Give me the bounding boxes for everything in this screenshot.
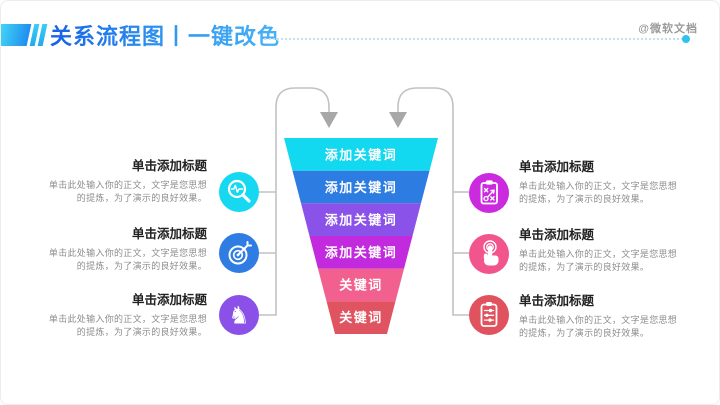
item-title[interactable]: 单击添加标题 [519, 160, 595, 174]
funnel-label-5[interactable]: 关键词 [339, 278, 383, 293]
title-dotted-rule [264, 38, 683, 40]
chess-knight-icon: ♞ [219, 295, 259, 335]
item-body[interactable]: 单击此处输入你的正文，文字是您思想的提炼，为了演示的良好效果。 [48, 248, 207, 271]
page-title: 关系流程图丨一键改色 [50, 19, 280, 51]
svg-text:♞: ♞ [228, 302, 250, 330]
funnel-level-3[interactable] [301, 203, 421, 236]
right-item-2: 单击添加标题 单击此处输入你的正文，文字是您思想的提炼，为了演示的良好效果。 [519, 224, 679, 273]
item-body[interactable]: 单击此处输入你的正文，文字是您思想的提炼，为了演示的良好效果。 [519, 249, 678, 272]
connector-left-main [259, 87, 330, 316]
item-body[interactable]: 单击此处输入你的正文，文字是您思想的提炼，为了演示的良好效果。 [519, 181, 678, 204]
left-item-2: 单击添加标题 单击此处输入你的正文，文字是您思想的提炼，为了演示的良好效果。 [47, 223, 207, 272]
arrow-down-left-icon [320, 112, 338, 128]
funnel-label-6[interactable]: 关键词 [339, 310, 383, 325]
connector-right-main [397, 87, 469, 316]
funnel-label-1[interactable]: 添加关键词 [325, 148, 398, 163]
funnel-label-2[interactable]: 添加关键词 [325, 180, 398, 195]
left-item-3: 单击添加标题 单击此处输入你的正文，文字是您思想的提炼，为了演示的良好效果。 [47, 289, 207, 338]
item-title[interactable]: 单击添加标题 [131, 227, 207, 241]
right-item-3: 单击添加标题 单击此处输入你的正文，文字是您思想的提炼，为了演示的良好效果。 [519, 290, 679, 339]
magnifier-pulse-icon [219, 172, 259, 212]
funnel-level-2[interactable] [292, 170, 430, 204]
item-body[interactable]: 单击此处输入你的正文，文字是您思想的提炼，为了演示的良好效果。 [519, 315, 678, 338]
funnel-level-4[interactable] [309, 236, 413, 269]
connector-lines [259, 87, 469, 316]
item-body[interactable]: 单击此处输入你的正文，文字是您思想的提炼，为了演示的良好效果。 [48, 314, 207, 337]
item-title[interactable]: 单击添加标题 [519, 294, 595, 308]
watermark-text: @微软文档 [638, 23, 698, 35]
right-item-1: 单击添加标题 单击此处输入你的正文，文字是您思想的提炼，为了演示的良好效果。 [519, 156, 679, 205]
item-title[interactable]: 单击添加标题 [131, 159, 207, 173]
left-item-1: 单击添加标题 单击此处输入你的正文，文字是您思想的提炼，为了演示的良好效果。 [47, 155, 207, 204]
funnel-level-6[interactable] [326, 301, 396, 334]
item-body[interactable]: 单击此处输入你的正文，文字是您思想的提炼，为了演示的良好效果。 [48, 180, 207, 203]
funnel-level-1[interactable] [284, 138, 438, 171]
item-title[interactable]: 单击添加标题 [131, 293, 207, 307]
title-rule-end-dot [682, 35, 690, 43]
sliders-clipboard-icon [469, 295, 509, 335]
arrow-down-right-icon [389, 112, 407, 128]
item-title[interactable]: 单击添加标题 [519, 228, 595, 242]
funnel-level-5[interactable] [318, 268, 404, 302]
strategy-clipboard-icon [469, 173, 509, 213]
tap-gesture-icon [469, 234, 509, 274]
funnel-label-3[interactable]: 添加关键词 [325, 213, 398, 228]
funnel-label-4[interactable]: 添加关键词 [325, 245, 398, 260]
target-dart-icon [219, 233, 259, 273]
